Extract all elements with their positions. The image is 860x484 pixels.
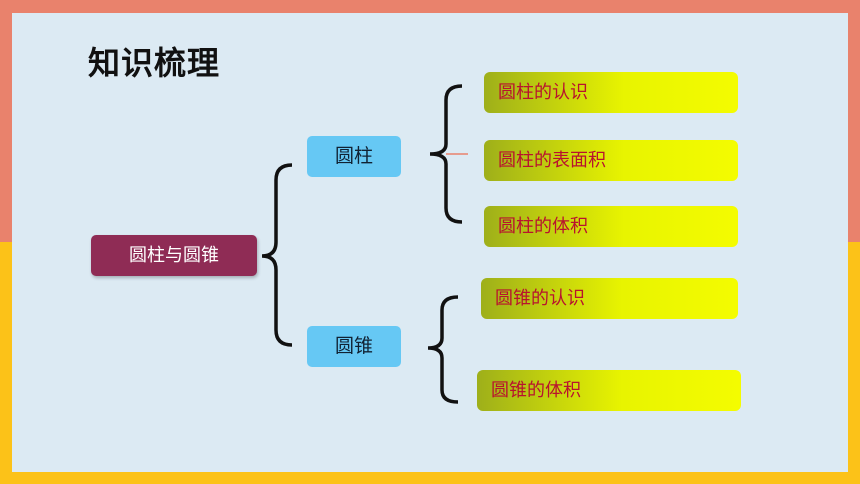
branch-cylinder: 圆柱 — [307, 136, 401, 177]
leaf-cone-recognition: 圆锥的认识 — [481, 278, 738, 319]
leaf-cone-volume: 圆锥的体积 — [477, 370, 741, 411]
leaf-cylinder-volume: 圆柱的体积 — [484, 206, 738, 247]
root-brace — [261, 163, 293, 347]
branch-cone: 圆锥 — [307, 326, 401, 367]
leaf-cylinder-recognition: 圆柱的认识 — [484, 72, 738, 113]
cone-brace — [427, 295, 459, 404]
cylinder-brace — [429, 84, 463, 224]
root-node: 圆柱与圆锥 — [91, 235, 257, 276]
page-title: 知识梳理 — [88, 44, 221, 82]
leaf-cylinder-surface-area: 圆柱的表面积 — [484, 140, 738, 181]
